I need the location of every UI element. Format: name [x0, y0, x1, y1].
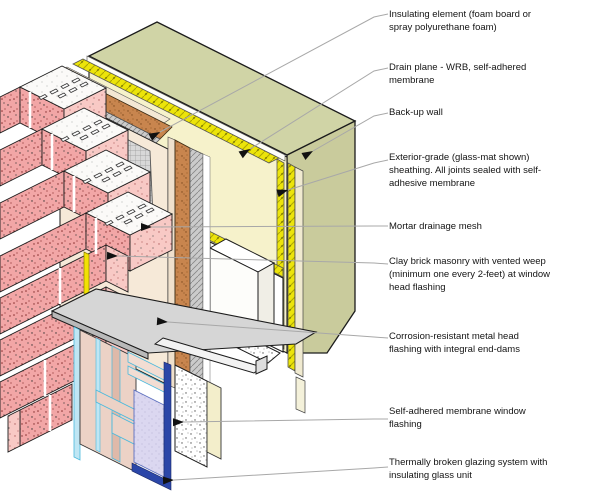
callout-drain-plane: Drain plane - WRB, self-adhered membrane [389, 62, 527, 86]
arrowhead-icon [276, 189, 288, 198]
arrowhead-icon [141, 223, 152, 231]
backup-wall-block [87, 21, 357, 354]
arrowhead-icon [156, 317, 168, 326]
arrowhead-icon [106, 251, 118, 260]
mesh-edge-gray [189, 147, 204, 403]
sill-flashing-strip [153, 337, 264, 374]
leader-drain-plane [249, 67, 389, 150]
window-assembly [73, 326, 222, 491]
window-membrane-edge [73, 326, 81, 461]
weep-vent [83, 251, 90, 297]
arrowhead-icon [238, 149, 250, 159]
arrowhead-icon [162, 476, 174, 485]
flashing-drip-edge [51, 310, 149, 360]
glazing-frame-bottom [131, 462, 172, 491]
arrowhead-icon [301, 151, 313, 160]
callout-backup-wall: Back-up wall [389, 107, 443, 118]
leader-head-flashing [167, 321, 389, 339]
callout-sheathing: Exterior-grade (glass-mat shown) sheathi… [389, 152, 542, 189]
arrowhead-icon [148, 132, 160, 141]
foam-edge-brown [174, 139, 191, 397]
leader-glazing [173, 466, 389, 481]
leader-sheathing [287, 159, 389, 191]
sheathing-top-edge [86, 55, 286, 162]
callout-glazing-system: Thermally broken glazing system with ins… [389, 457, 548, 481]
callout-insulating-element: Insulating element (foam board or spray … [389, 9, 532, 33]
callout-window-flashing: Self-adhered membrane window flashing [389, 406, 526, 430]
callout-clay-brick: Clay brick masonry with vented weep (min… [389, 256, 551, 293]
head-flashing [50, 288, 318, 375]
leader-backup-wall [312, 112, 389, 152]
callout-mortar-mesh: Mortar drainage mesh [389, 221, 482, 232]
arrowhead-icon [172, 418, 184, 427]
insulating-glass-unit [133, 389, 165, 478]
window-flashing-stipple-panel [174, 364, 208, 468]
callout-head-flashing: Corrosion-resistant metal head flashing … [389, 331, 520, 355]
glazing-frame-right [163, 361, 172, 482]
opening-return-cream [206, 380, 222, 460]
cavity-gap-white [202, 153, 211, 406]
brick-core-holes [38, 77, 155, 226]
flashing-end-dam [255, 355, 268, 375]
leader-mortar-mesh [151, 225, 388, 228]
sheathing-return-lower [295, 376, 306, 414]
leader-window-flashing [183, 418, 388, 423]
wrb-top-strip [72, 58, 280, 164]
leader-insulating-element [159, 13, 389, 133]
leader-arrowheads [106, 132, 313, 485]
leader-lines [117, 13, 389, 481]
sheathing-return-sliver [294, 166, 304, 378]
leader-clay-brick [117, 255, 389, 265]
